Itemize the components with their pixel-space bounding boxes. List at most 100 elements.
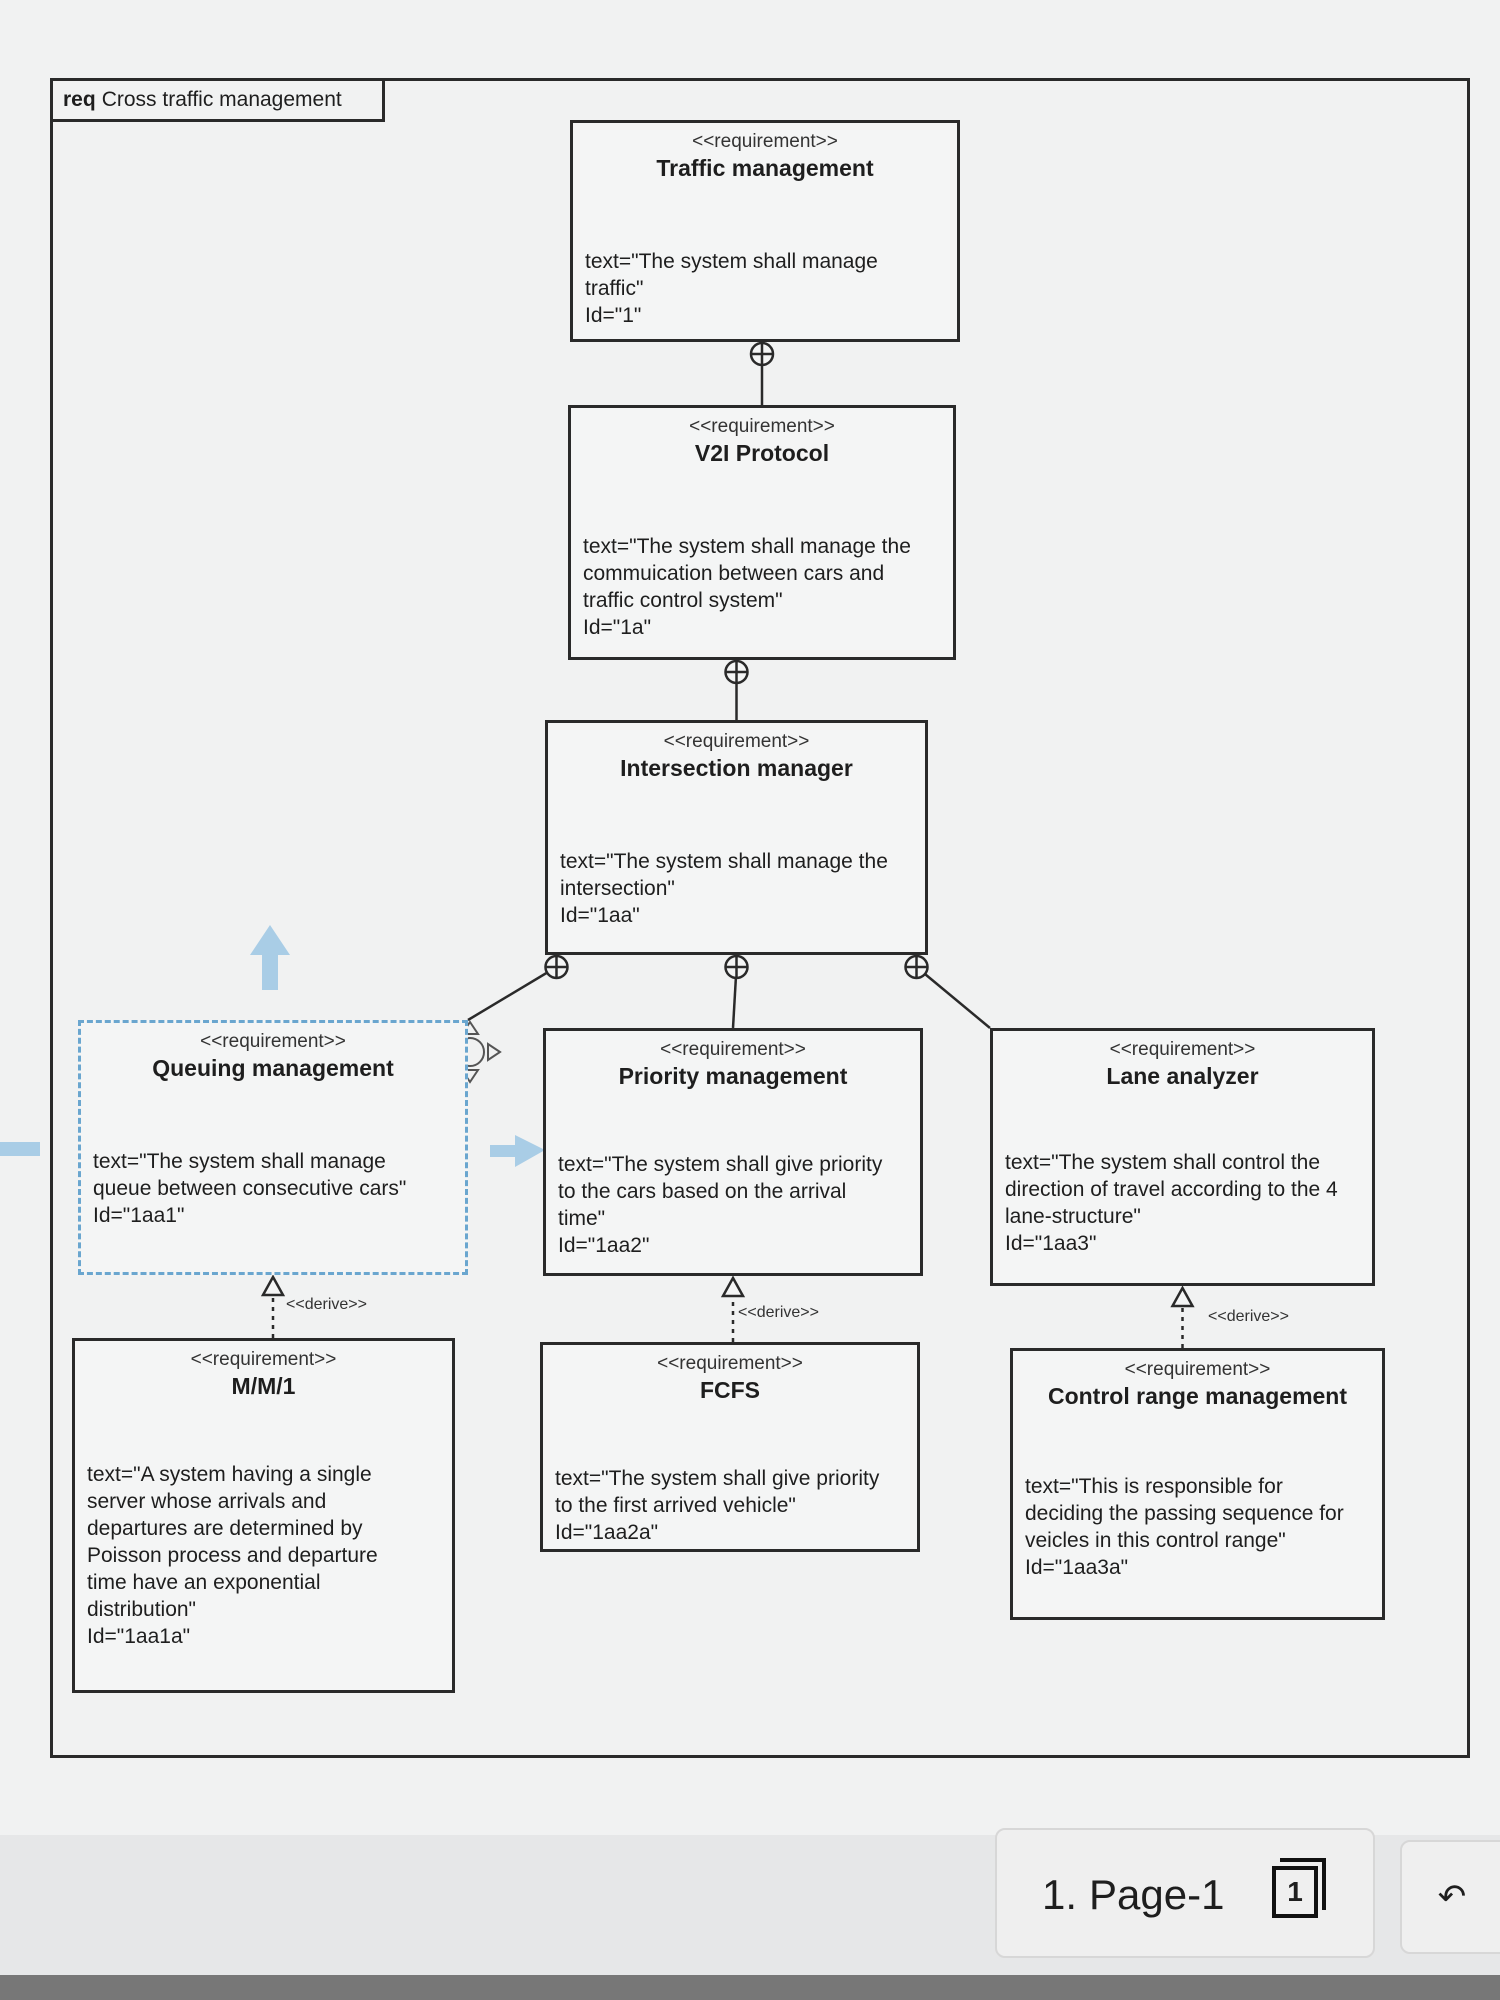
containment-line (915, 966, 991, 1029)
stereotype-label: <<requirement>> (200, 1031, 346, 1052)
stereotype-label: <<requirement>> (1109, 1039, 1256, 1060)
page-count-icon[interactable]: 1 (1272, 1858, 1326, 1918)
undo-icon[interactable]: ↶ (1437, 1878, 1467, 1916)
requirement-name: Traffic management (656, 155, 874, 181)
drag-arrow-up-icon[interactable] (250, 925, 290, 990)
requirement-text-line: text="This is responsible for (1025, 1475, 1283, 1498)
stereotype-label: <<requirement>> (1124, 1359, 1271, 1380)
requirement-id: Id="1aa2a" (555, 1521, 659, 1544)
requirement-name: Intersection manager (620, 755, 853, 781)
containment-link[interactable] (749, 341, 775, 405)
requirement-name: FCFS (699, 1377, 761, 1403)
requirement-fcfs[interactable]: <<requirement>> FCFS text="The system sh… (540, 1342, 920, 1552)
derive-arrowhead-icon (720, 1275, 746, 1298)
page-tab[interactable]: 1.Page-1 1 (995, 1828, 1375, 1958)
derive-arrowhead-icon (1170, 1285, 1195, 1308)
requirement-text-line: text="The system shall manage the (583, 535, 911, 558)
requirement-body: text="The system shall give priority to … (555, 1465, 909, 1546)
requirement-id: Id="1a" (583, 616, 652, 639)
requirement-v2i-protocol[interactable]: <<requirement>> V2I Protocol text="The s… (568, 405, 956, 660)
requirement-intersection-manager[interactable]: <<requirement>> Intersection manager tex… (545, 720, 928, 955)
requirement-text-line: text="The system shall manage (585, 250, 878, 273)
requirement-body: text="The system shall control the direc… (1005, 1149, 1364, 1257)
requirement-text-line: to the cars based on the arrival (558, 1180, 847, 1203)
requirement-control-range-management[interactable]: <<requirement>> Control range management… (1010, 1348, 1385, 1620)
requirement-body: text="The system shall manage queue betw… (93, 1148, 457, 1229)
derive-link[interactable] (260, 1274, 286, 1338)
stereotype-label: <<requirement>> (190, 1349, 337, 1370)
requirement-body: text="This is responsible for deciding t… (1025, 1473, 1374, 1581)
next-page-tab[interactable]: ↶ (1400, 1840, 1500, 1954)
requirement-name: V2I Protocol (694, 440, 830, 466)
requirement-text-line: lane-structure" (1005, 1205, 1141, 1228)
requirement-id: Id="1aa2" (558, 1234, 650, 1257)
derive-label: <<derive>> (738, 1304, 819, 1321)
stereotype-label: <<requirement>> (663, 731, 810, 752)
requirement-body: text="The system shall give priority to … (558, 1151, 912, 1259)
requirement-text-line: queue between consecutive cars" (93, 1177, 407, 1200)
requirement-id: Id="1" (585, 304, 642, 327)
stereotype-label: <<requirement>> (692, 131, 838, 152)
requirement-text-line: deciding the passing sequence for (1025, 1502, 1344, 1525)
requirement-text-line: text="The system shall control the (1005, 1151, 1321, 1174)
requirement-text-line: traffic" (585, 277, 644, 300)
containment-circle-plus-icon (544, 954, 569, 980)
requirement-text-line: to the first arrived vehicle" (555, 1494, 796, 1517)
requirement-text-line: distribution" (87, 1598, 197, 1621)
page-name: Page-1 (1089, 1871, 1225, 1918)
requirement-traffic-management[interactable]: <<requirement>> Traffic management text=… (570, 120, 960, 342)
requirement-body: text="A system having a single server wh… (87, 1461, 444, 1650)
requirement-id: Id="1aa3" (1005, 1232, 1097, 1255)
bottom-bar (0, 1975, 1500, 2000)
containment-link[interactable] (467, 954, 569, 1022)
drag-arrow-left-icon[interactable] (0, 1142, 40, 1156)
requirement-lane-analyzer[interactable]: <<requirement>> Lane analyzer text="The … (990, 1028, 1375, 1286)
page-number: 1. (1042, 1871, 1078, 1918)
requirement-text-line: veicles in this control range" (1025, 1529, 1286, 1552)
requirement-text-line: text="A system having a single (87, 1463, 372, 1486)
requirement-text-line: text="The system shall give priority (558, 1153, 883, 1176)
containment-line (467, 965, 558, 1022)
requirement-text-line: commuication between cars and (583, 562, 885, 585)
derive-link[interactable] (1170, 1285, 1195, 1348)
containment-circle-plus-icon (904, 954, 929, 980)
requirement-body: text="The system shall manage the inters… (560, 848, 917, 929)
requirement-text-line: Poisson process and departure (87, 1544, 378, 1567)
requirement-body: text="The system shall manage the commui… (583, 533, 945, 641)
requirement-id: Id="1aa" (560, 904, 640, 927)
stereotype-label: <<requirement>> (689, 416, 835, 437)
frame-title: Cross traffic management (101, 88, 342, 111)
derive-link[interactable] (720, 1275, 746, 1342)
containment-link[interactable] (904, 954, 991, 1029)
requirement-name: Lane analyzer (1106, 1063, 1259, 1089)
requirement-text-line: intersection" (560, 877, 675, 900)
requirement-text-line: server whose arrivals and (87, 1490, 327, 1513)
requirement-name: Queuing management (152, 1055, 394, 1081)
requirement-id: Id="1aa1a" (87, 1625, 191, 1648)
requirement-name: Priority management (618, 1063, 848, 1089)
requirement-text-line: time have an exponential (87, 1571, 321, 1594)
requirement-name: Control range management (1047, 1383, 1348, 1409)
drag-arrow-right-icon[interactable] (490, 1135, 545, 1167)
requirement-queuing-management[interactable]: <<requirement>> Queuing management text=… (78, 1020, 468, 1275)
containment-circle-plus-icon (724, 954, 749, 980)
stereotype-label: <<requirement>> (657, 1353, 803, 1374)
requirement-text-line: traffic control system" (583, 589, 783, 612)
containment-circle-plus-icon (749, 341, 775, 367)
stereotype-label: <<requirement>> (660, 1039, 806, 1060)
derive-label: <<derive>> (286, 1296, 367, 1313)
requirement-text-line: text="The system shall manage the (560, 850, 888, 873)
requirement-id: Id="1aa3a" (1025, 1556, 1129, 1579)
requirement-text-line: text="The system shall manage (93, 1150, 386, 1173)
requirement-name: M/M/1 (231, 1373, 296, 1399)
requirement-priority-management[interactable]: <<requirement>> Priority management text… (543, 1028, 923, 1276)
requirement-mm1[interactable]: <<requirement>> M/M/1 text="A system hav… (72, 1338, 455, 1693)
containment-link[interactable] (724, 659, 749, 720)
requirement-text-line: direction of travel according to the 4 (1005, 1178, 1338, 1201)
derive-arrowhead-icon (260, 1274, 286, 1297)
containment-link[interactable] (724, 954, 749, 1029)
